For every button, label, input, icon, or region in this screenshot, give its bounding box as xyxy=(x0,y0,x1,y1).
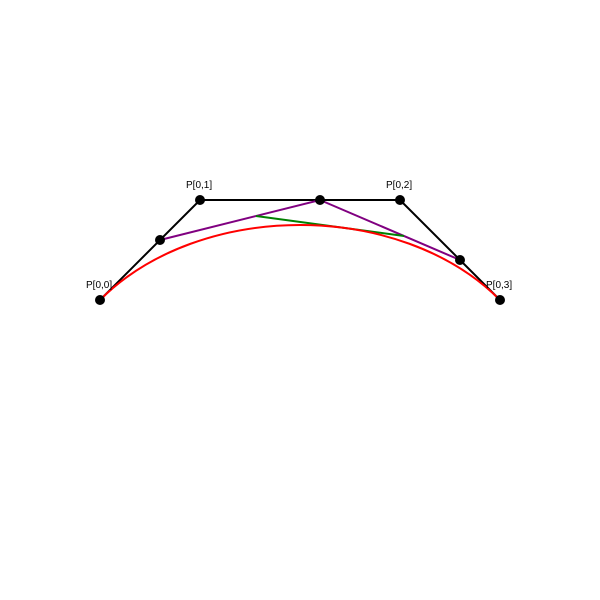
point-subdivision-right xyxy=(455,255,465,265)
label-p03: P[0,3] xyxy=(486,280,512,291)
level1-polygon xyxy=(159,198,461,261)
label-p00: P[0,0] xyxy=(86,280,112,291)
point-p03 xyxy=(495,295,505,305)
point-subdivision-left xyxy=(155,235,165,245)
label-p01: P[0,1] xyxy=(186,180,212,191)
point-subdivision-mid xyxy=(315,195,325,205)
point-p02 xyxy=(395,195,405,205)
point-p00 xyxy=(95,295,105,305)
point-p01 xyxy=(195,195,205,205)
bezier-curve xyxy=(99,224,501,301)
control-polygon xyxy=(99,199,501,301)
label-p02: P[0,2] xyxy=(386,180,412,191)
